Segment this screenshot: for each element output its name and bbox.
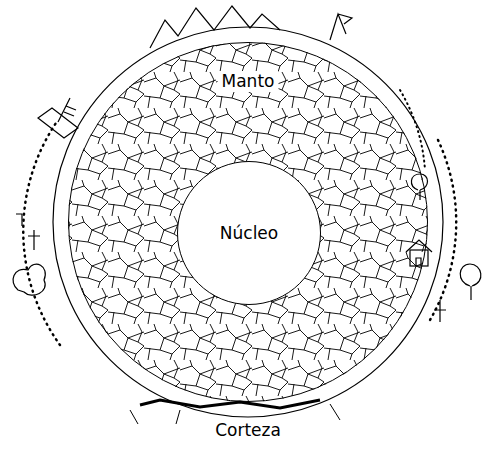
layer-label: Núcleo <box>220 224 278 243</box>
bush <box>13 214 45 295</box>
house <box>406 240 432 266</box>
crust-outline <box>53 27 443 417</box>
mantle-texture <box>68 42 428 402</box>
layer-label: Corteza <box>215 421 281 440</box>
core-circle: Núcleo <box>177 161 321 305</box>
dotted-ground <box>23 120 60 345</box>
layer-label: Manto <box>218 71 279 92</box>
mantle-circle: MantoNúcleo <box>68 42 428 402</box>
crust-circle: CortezaMantoNúcleo <box>53 27 443 417</box>
dotted-ground <box>430 140 456 320</box>
boat <box>38 98 78 138</box>
flag <box>330 14 352 40</box>
trees <box>411 174 480 322</box>
dotted-ground <box>400 90 425 170</box>
